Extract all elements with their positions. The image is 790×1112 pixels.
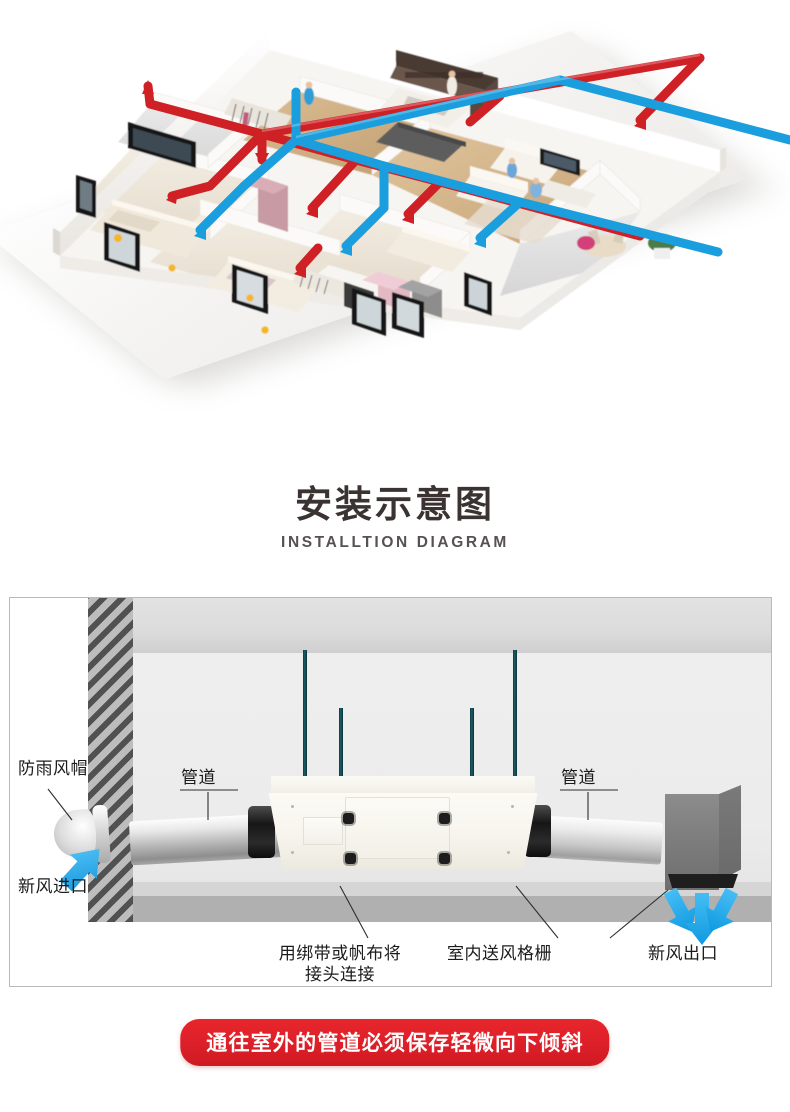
label-duct-left: 管道 bbox=[181, 768, 216, 787]
floorplan-image bbox=[0, 0, 790, 470]
label-strap-joint-line1: 用绑带或帆布将 bbox=[278, 944, 402, 963]
unit-knob-tl bbox=[343, 813, 354, 824]
indoor-duct-pipe bbox=[535, 815, 664, 865]
label-strap-joint-line2: 接头连接 bbox=[305, 965, 375, 985]
hanger-rod-3 bbox=[470, 708, 474, 808]
unit-body bbox=[268, 793, 538, 869]
installation-diagram: 防雨风帽 新风进口 管道 管道 用绑带或帆布将 接头连接 室内送风格栅 新风出口 bbox=[9, 597, 772, 987]
unit-screw-4 bbox=[507, 851, 510, 854]
label-indoor-grille: 室内送风格栅 bbox=[447, 944, 552, 963]
unit-screw-1 bbox=[291, 805, 294, 808]
unit-knob-br bbox=[439, 853, 450, 864]
rain-cap-icon bbox=[52, 808, 98, 860]
hanger-rod-4 bbox=[513, 650, 517, 808]
duct-blue bbox=[195, 75, 790, 257]
unit-top-face bbox=[271, 776, 535, 794]
supply-air-grille-box bbox=[665, 785, 741, 890]
unit-knob-tr bbox=[439, 813, 450, 824]
unit-filter-panel bbox=[345, 797, 450, 859]
duct-network bbox=[142, 53, 790, 278]
hanger-rod-2 bbox=[339, 708, 343, 808]
label-rain-cap-line1: 防雨风帽 bbox=[18, 759, 88, 778]
label-rain-cap: 防雨风帽 bbox=[18, 758, 88, 779]
grille-box-opening bbox=[668, 874, 738, 888]
unit-screw-3 bbox=[511, 805, 514, 808]
unit-knob-bl bbox=[345, 853, 356, 864]
section-title: 安装示意图 INSTALLTION DIAGRAM bbox=[0, 482, 790, 552]
unit-screw-2 bbox=[291, 851, 294, 854]
floorplan-stage bbox=[0, 0, 790, 470]
floorplan-svg bbox=[53, 28, 790, 338]
grille-box-side bbox=[719, 785, 741, 881]
label-fresh-air-inlet-text: 新风进口 bbox=[18, 877, 88, 896]
warning-banner: 通往室外的管道必须保存轻微向下倾斜 bbox=[180, 1019, 610, 1066]
duct-collar-left bbox=[248, 806, 275, 858]
label-fresh-air-outlet: 新风出口 bbox=[648, 944, 718, 963]
page-title-en: INSTALLTION DIAGRAM bbox=[281, 534, 509, 552]
floor-band-light bbox=[88, 882, 771, 896]
label-strap-joint: 用绑带或帆布将 接头连接 bbox=[245, 943, 435, 986]
label-fresh-air-inlet: 新风进口 bbox=[18, 876, 88, 898]
exterior-wall-hatch-icon bbox=[88, 598, 133, 922]
unit-access-hatch bbox=[303, 817, 343, 845]
floor-band-dark bbox=[88, 896, 771, 922]
ceiling-band bbox=[88, 598, 771, 653]
hanger-rod-1 bbox=[303, 650, 307, 808]
hrv-unit bbox=[263, 776, 543, 886]
label-duct-right: 管道 bbox=[561, 768, 596, 787]
page-title-cn: 安装示意图 bbox=[295, 484, 495, 525]
